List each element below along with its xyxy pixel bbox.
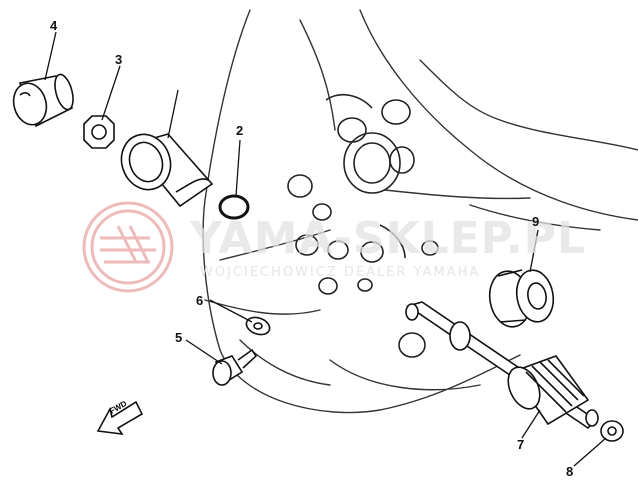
callout-7: 7	[517, 437, 525, 452]
callout-3: 3	[115, 52, 123, 67]
part-9-oil-seal	[488, 269, 555, 328]
part-8-washer	[600, 420, 624, 442]
part-5-bolt	[212, 348, 258, 386]
fwd-arrow-shape	[96, 400, 144, 436]
callout-9: 9	[532, 214, 540, 229]
engine-case	[202, 9, 638, 414]
callout-8: 8	[566, 464, 574, 479]
part-4-sleeve	[12, 73, 74, 128]
part-1-bushing	[120, 133, 214, 208]
leader-lines	[44, 31, 607, 467]
part-2-o-ring	[218, 194, 250, 220]
callout-2: 2	[236, 123, 244, 138]
callout-5: 5	[175, 330, 183, 345]
watermark-main-text: YAMA-SKLEP.PL	[190, 213, 586, 264]
part-3-nut	[83, 115, 115, 149]
watermark-sub-text: WOJCIECHOWICZ DEALER YAMAHA	[200, 265, 481, 280]
watermark-logo	[82, 201, 174, 293]
case-bosses	[287, 93, 439, 358]
part-7-shaft-gear	[405, 301, 599, 430]
part-6-washer	[245, 316, 271, 336]
callout-4: 4	[50, 18, 58, 33]
callout-6: 6	[196, 293, 204, 308]
